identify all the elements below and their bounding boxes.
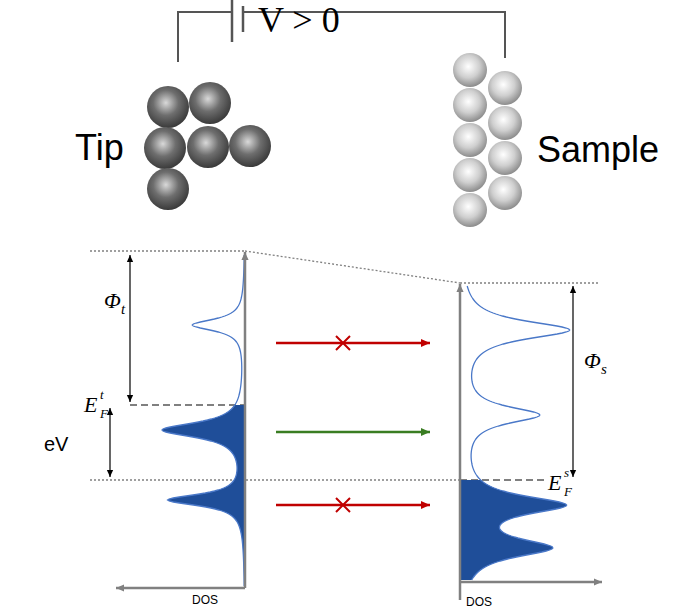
sample-atom [453,88,487,122]
tip-atom [147,86,189,128]
subscript: F [564,485,572,498]
tunneling-arrow [276,336,430,512]
sample-atom [488,141,522,175]
tip-atom [187,126,229,168]
sample-atom [453,193,487,227]
subscript: F [100,407,108,420]
axis-label: DOS [466,596,492,608]
filled-states [460,480,567,580]
work-function-symbol: Φ [584,350,601,372]
fermi-level-symbol: E [548,472,561,494]
sample-atom [453,123,487,157]
tip-atoms [144,82,271,210]
sample-atom [488,106,522,140]
subscript: s [601,362,607,377]
superscript: s [564,466,569,479]
sample-atom [453,53,487,87]
sample-atoms [453,53,522,227]
dimension-arrow [110,255,573,477]
dos-axes [116,252,602,600]
tip-atom [144,127,186,169]
dos-curve [162,255,244,586]
tip-atom [189,82,231,124]
voltage-label: V > 0 [258,2,340,38]
tip-atom [147,168,189,210]
circuit-wire [178,12,505,62]
dos-curve [467,286,569,580]
battery-symbol [232,0,243,42]
work-function-symbol: Φ [104,290,121,312]
tip-atom [229,125,271,167]
tip-label: Tip [75,130,124,166]
superscript: t [100,388,104,401]
sample-atom [453,158,487,192]
axis-label: DOS [192,594,218,606]
subscript: t [121,302,125,317]
bias-energy-label: eV [44,434,68,454]
sample-label: Sample [537,132,659,168]
filled-states [162,405,245,586]
sample-atom [488,176,522,210]
dos-curves [162,255,570,586]
sample-atom [488,71,522,105]
fermi-level-symbol: E [84,394,97,416]
level-lines [90,251,598,480]
